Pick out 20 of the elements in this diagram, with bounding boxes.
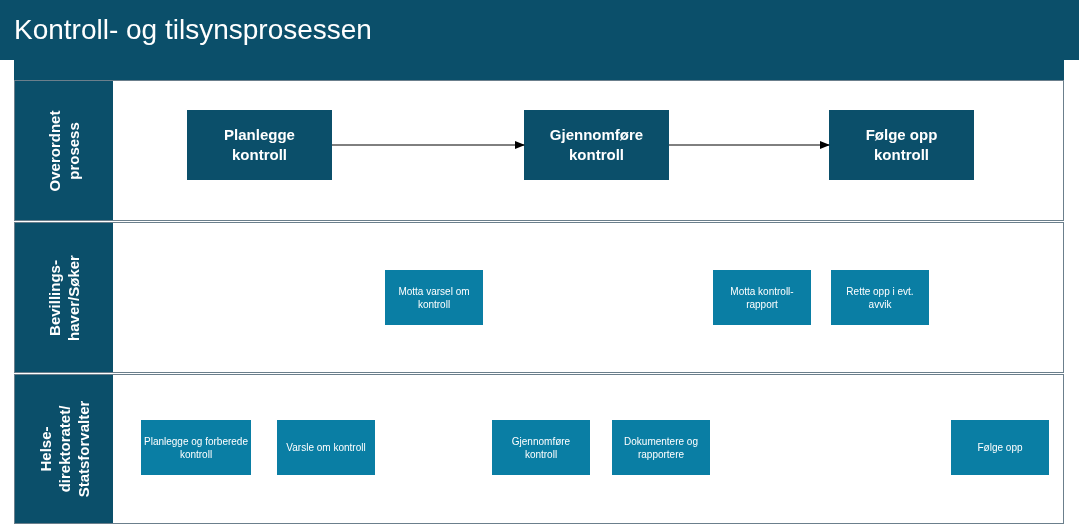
process-box: Følge opp [951,420,1049,475]
lane-title: Overordnet prosess [45,109,83,193]
process-box: Planlegge kontroll [187,110,332,180]
arrow [668,141,830,149]
swimlane [14,222,1064,373]
process-box: Følge opp kontroll [829,110,974,180]
process-box: Planlegge og forberede kontroll [141,420,251,475]
swimlane [14,80,1064,221]
process-box: Dokumentere og rapportere [612,420,710,475]
process-box: Motta varsel om kontroll [385,270,483,325]
arrow [331,141,525,149]
process-box: Varsle om kontroll [277,420,375,475]
process-box: Rette opp i evt. avvik [831,270,929,325]
lane-title: Helse- direktoratet/ Statsforvalter [35,399,93,500]
lane-title: Bevillings- haver/Søker [45,253,83,343]
title-banner: Kontroll- og tilsynsprosessen [0,0,1079,60]
process-box: Gjennomføre kontroll [524,110,669,180]
process-box: Gjennomføre kontroll [492,420,590,475]
swimlane [14,374,1064,524]
process-box: Motta kontroll- rapport [713,270,811,325]
